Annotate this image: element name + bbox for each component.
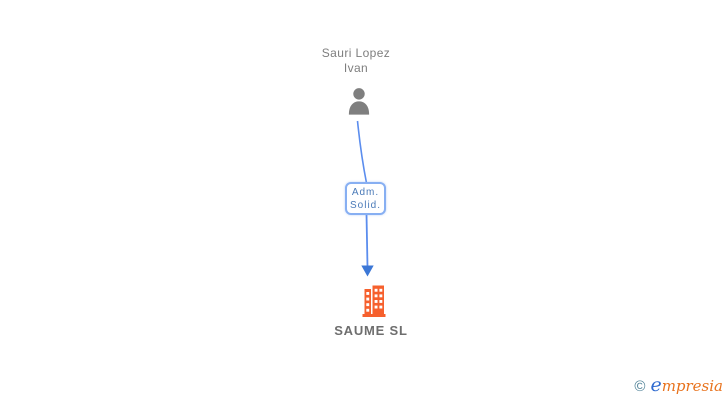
person-name-line1: Sauri Lopez (321, 46, 391, 60)
brand-initial: e (650, 374, 662, 396)
relation-label-line1: Adm. (351, 187, 380, 198)
relation-label-box[interactable]: Adm. Solid. (345, 182, 386, 215)
company-name: SAUME SL (334, 323, 408, 338)
connector-curve-segment (356, 120, 368, 184)
person-name-line2: Ivan (343, 61, 369, 75)
brand-wordmark: empresia (650, 374, 723, 396)
connector-arrowhead (361, 265, 374, 277)
company-node[interactable] (362, 285, 386, 317)
copyright-icon: © (634, 378, 646, 395)
person-name: Sauri Lopez Ivan (256, 46, 456, 76)
building-icon (362, 285, 386, 317)
connector-stem-segment (365, 213, 369, 268)
brand-rest: mpresia (661, 377, 723, 395)
person-node[interactable] (346, 87, 372, 115)
empresia-logo[interactable]: ©empresia (634, 374, 723, 396)
person-icon (348, 88, 370, 115)
relation-label-line2: Solid. (349, 200, 381, 211)
